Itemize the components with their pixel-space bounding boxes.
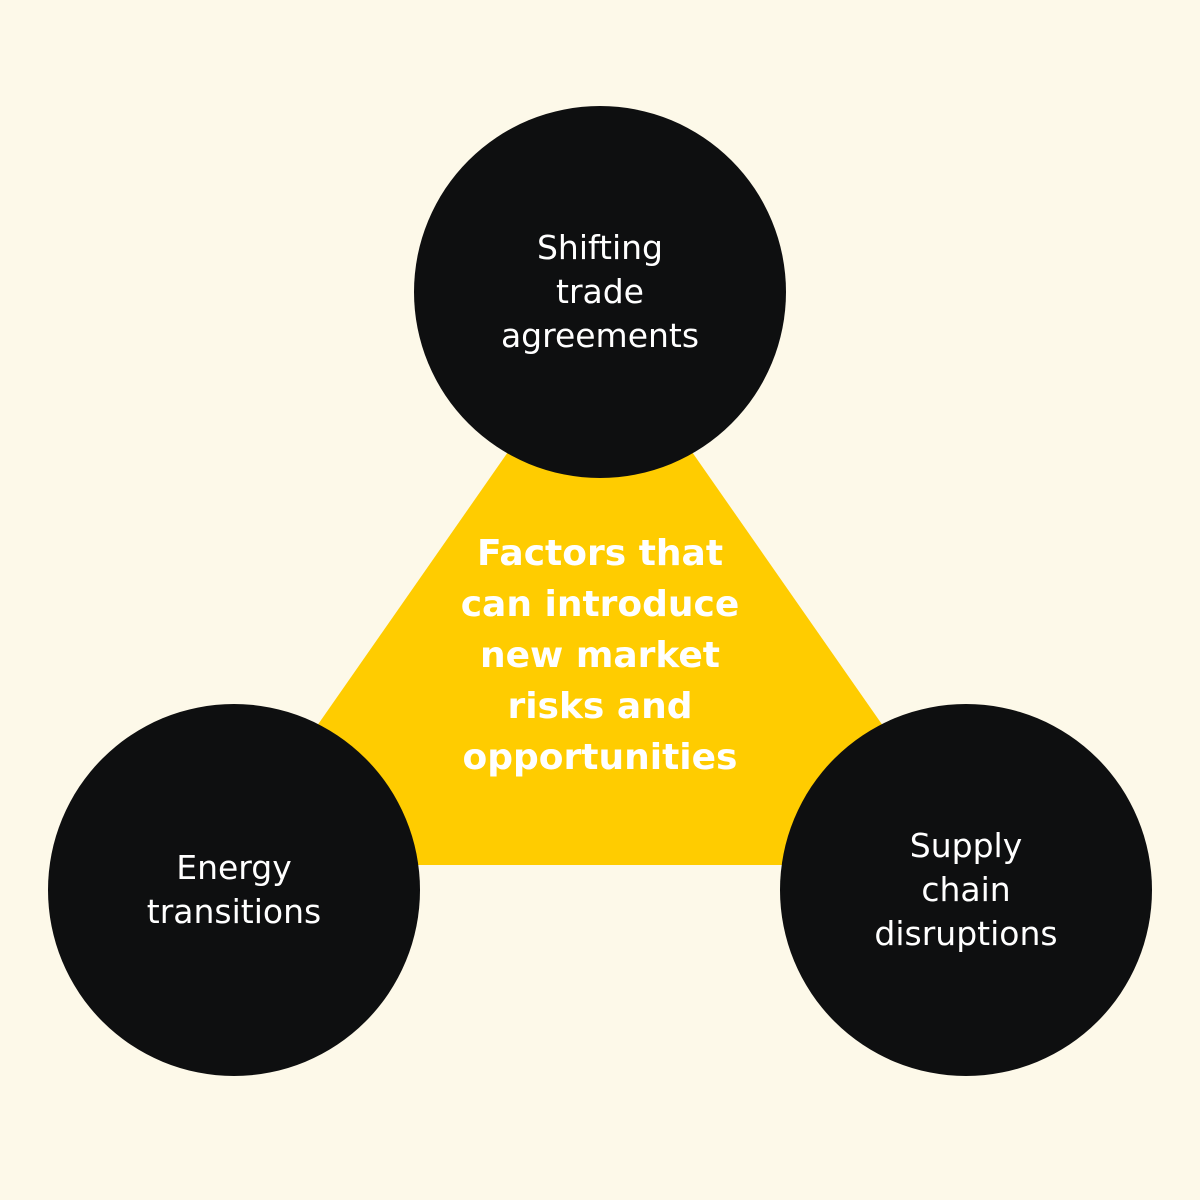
triangle-shape	[220, 320, 980, 865]
node-label-line: trade	[556, 272, 644, 311]
central-concept-line: can introduce	[460, 584, 740, 625]
node-shifting-trade-agreements: Shifting trade agreements	[414, 106, 786, 478]
node-supply-chain-disruptions: Supply chain disruptions	[780, 704, 1152, 1076]
node-label-line: Energy	[176, 848, 292, 887]
central-concept-line: risks and	[507, 686, 693, 727]
node-label-line: Shifting	[536, 228, 664, 267]
node-label: Shifting trade agreements	[460, 226, 740, 358]
central-concept-line: new market	[480, 635, 720, 676]
node-label: Supply chain disruptions	[826, 824, 1106, 956]
node-label-line: disruptions	[874, 914, 1058, 953]
node-energy-transitions: Energy transitions	[48, 704, 420, 1076]
node-label-line: chain	[921, 870, 1011, 909]
node-label-line: Supply	[909, 826, 1023, 865]
node-label-line: transitions	[146, 892, 322, 931]
central-concept-label: Factors that can introduce new market ri…	[440, 528, 760, 783]
node-label: Energy transitions	[94, 846, 374, 934]
central-concept-line: opportunities	[462, 737, 738, 778]
central-concept-line: Factors that	[476, 533, 724, 574]
node-label-line: agreements	[500, 316, 700, 355]
